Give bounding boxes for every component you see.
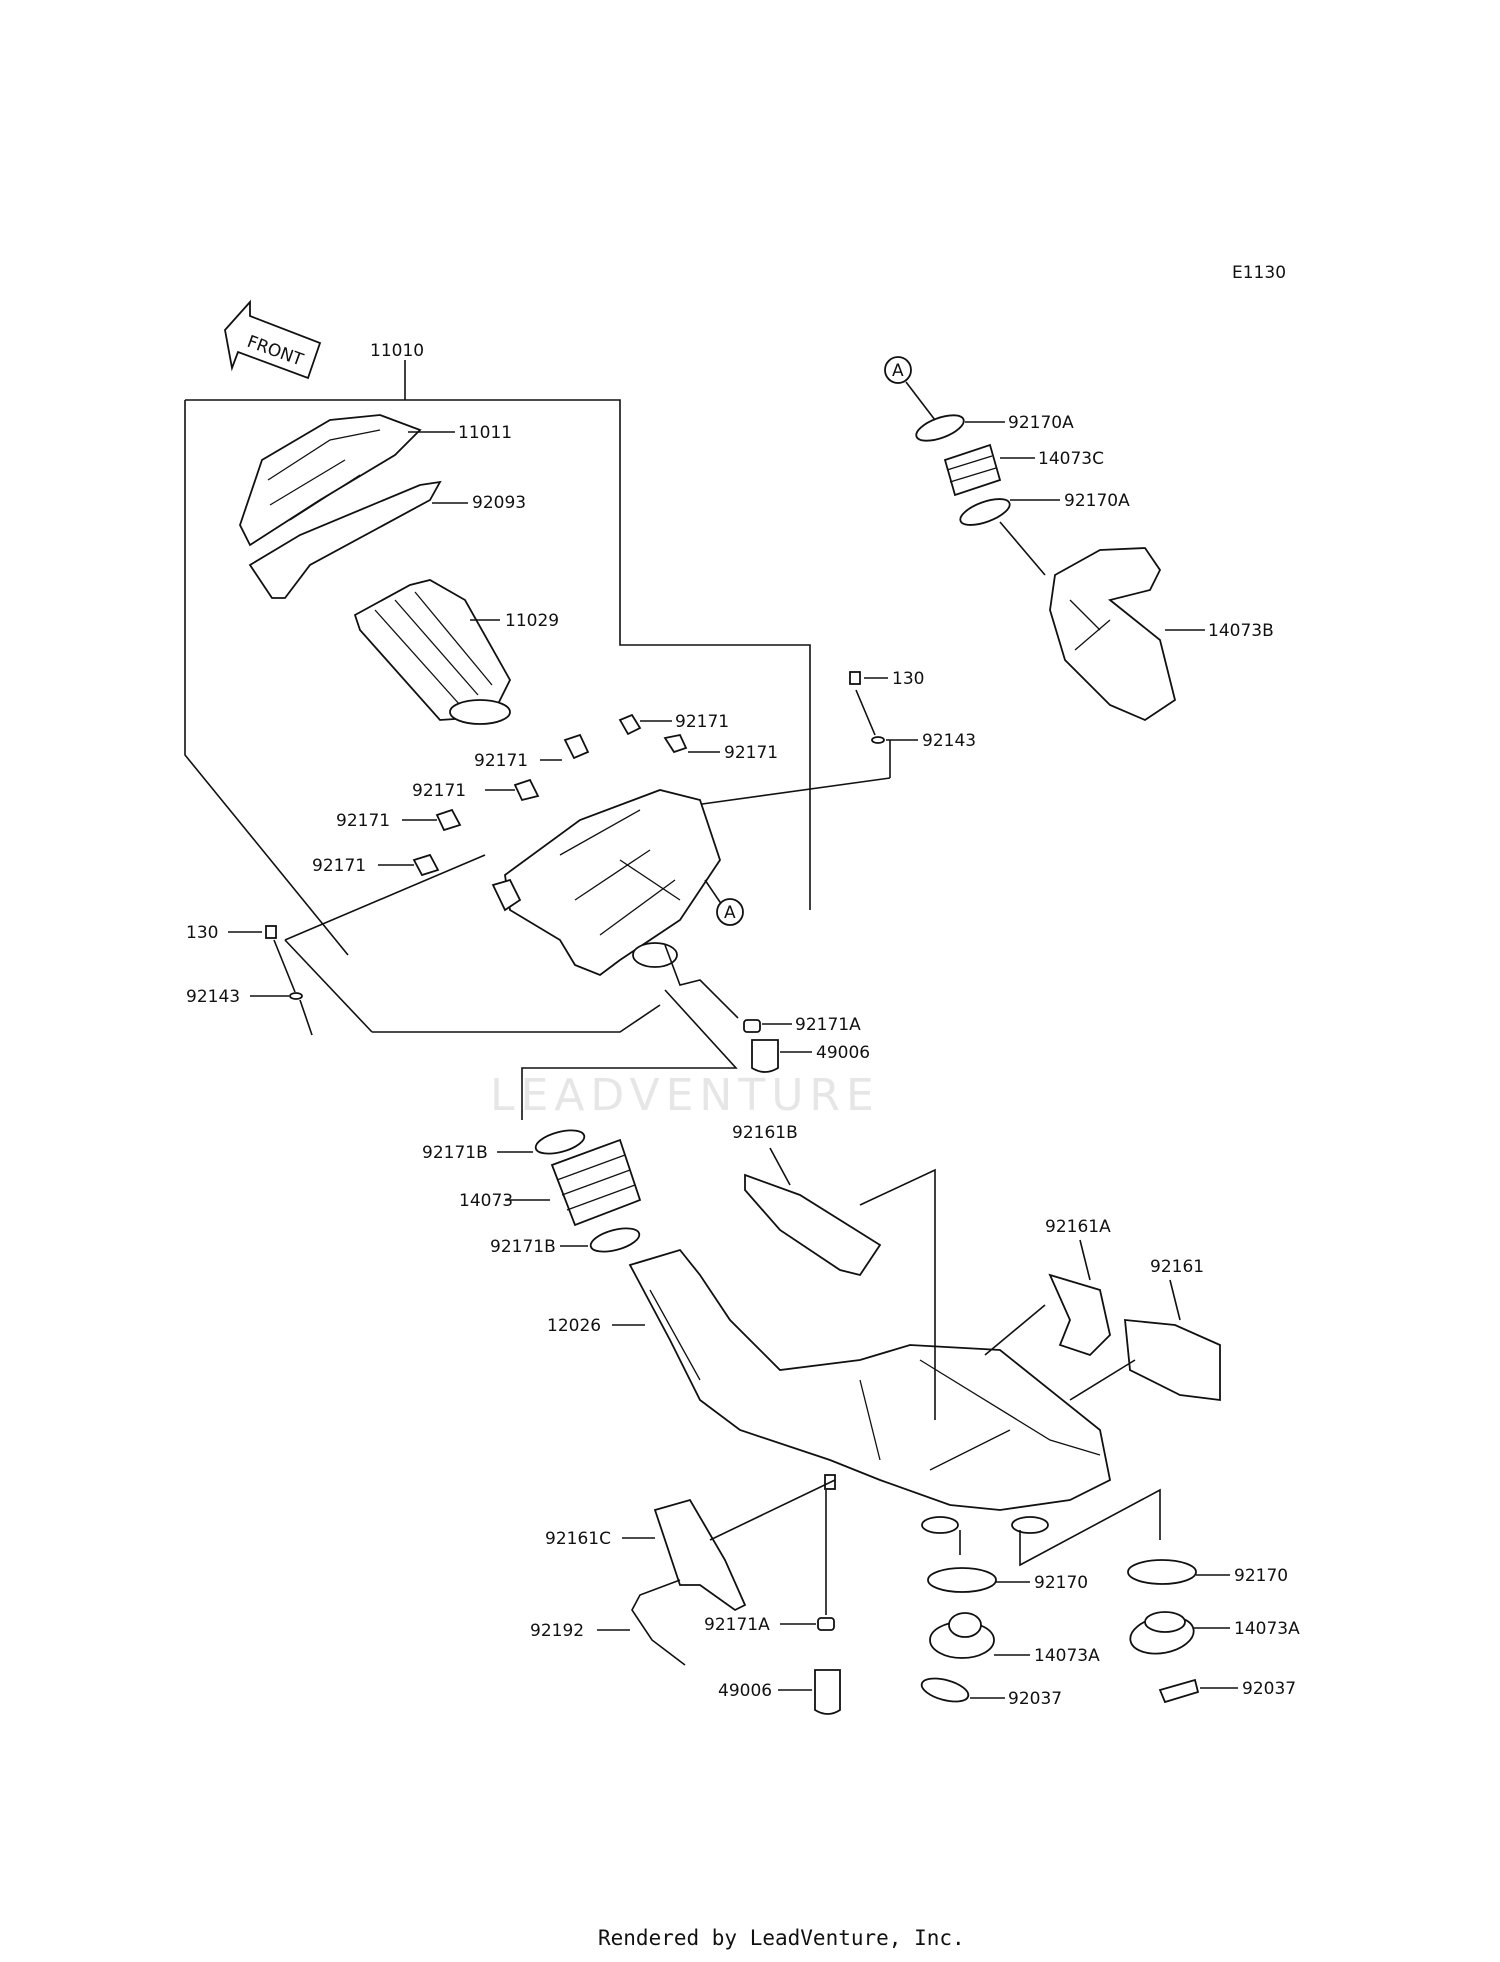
label-130-left: 130 [186, 923, 218, 943]
part-14073C-hose [943, 443, 1035, 497]
watermark-text: LEADVENTURE [490, 1070, 880, 1121]
part-92037-clamp-1 [920, 1677, 1005, 1703]
label-130-top: 130 [892, 669, 924, 689]
part-49006-tube-top [751, 1039, 812, 1073]
part-11029-filter [353, 579, 512, 725]
label-92143-top: 92143 [922, 731, 976, 751]
footer-credit: Rendered by LeadVenture, Inc. [598, 1926, 965, 1950]
label-14073C: 14073C [1038, 449, 1104, 469]
callout-a-airbox: A [704, 879, 744, 926]
part-92171A-clamp-top [664, 944, 792, 1033]
label-92171-c: 92171 [474, 751, 528, 771]
part-14073-hose [505, 1138, 642, 1227]
part-92161-pad [1069, 1279, 1221, 1402]
front-arrow-icon: FRONT [224, 299, 322, 380]
part-92171-clip-d [485, 778, 540, 802]
part-92170-clamp-2 [1127, 1559, 1230, 1585]
part-92171-clip-b [663, 733, 720, 754]
part-11011-cover [239, 414, 455, 547]
leader-airbox-to-tube [521, 989, 738, 1120]
part-92171-clip-a [618, 713, 672, 736]
part-92170-clamp-1 [927, 1567, 1030, 1593]
svg-text:A: A [724, 903, 736, 923]
part-92192-hose [597, 1579, 686, 1666]
part-air-box [491, 789, 721, 977]
part-92143-washer-top [694, 736, 918, 806]
part-130-bolt-top [849, 671, 888, 736]
label-92161C: 92161C [545, 1529, 611, 1549]
part-92170A-clamp-2 [959, 498, 1060, 576]
label-92161B: 92161B [732, 1123, 798, 1143]
assembly-bracket-11010 [184, 360, 811, 1033]
label-92170-2: 92170 [1234, 1566, 1288, 1586]
part-92093-gasket [248, 480, 468, 599]
diagram-code: E1130 [1232, 263, 1286, 283]
part-92171-clip-e [402, 808, 462, 832]
part-14073A-hose-1 [929, 1612, 1030, 1659]
label-92171-f: 92171 [312, 856, 366, 876]
part-92171B-clamp-2 [560, 1227, 641, 1253]
label-92037-1: 92037 [1008, 1689, 1062, 1709]
label-92171B-1: 92171B [422, 1143, 488, 1163]
label-14073: 14073 [459, 1191, 513, 1211]
label-92161: 92161 [1150, 1257, 1204, 1277]
label-14073B: 14073B [1208, 621, 1274, 641]
label-11011: 11011 [458, 423, 512, 443]
part-92171A-clamp-bottom [780, 1490, 835, 1631]
label-92170-1: 92170 [1034, 1573, 1088, 1593]
part-92161C-pad [622, 1479, 836, 1612]
label-49006-top: 49006 [816, 1043, 870, 1063]
label-92171A-top: 92171A [795, 1015, 861, 1035]
label-92161A: 92161A [1045, 1217, 1111, 1237]
part-14073B-duct [1049, 547, 1205, 722]
label-92171-d: 92171 [412, 781, 466, 801]
part-92161A-pad [984, 1239, 1111, 1357]
label-92171B-2: 92171B [490, 1237, 556, 1257]
part-92171-clip-f [378, 853, 440, 877]
label-92171-a: 92171 [675, 712, 729, 732]
label-11010: 11010 [370, 341, 424, 361]
part-49006-tube-bottom [778, 1669, 841, 1715]
label-92171A-bottom: 92171A [704, 1615, 770, 1635]
part-92143-washer-left [250, 992, 313, 1036]
label-11029: 11029 [505, 611, 559, 631]
label-92171-e: 92171 [336, 811, 390, 831]
label-14073A-2: 14073A [1234, 1619, 1300, 1639]
label-92170A-2: 92170A [1064, 491, 1130, 511]
part-12026-intake-duct [612, 1248, 1112, 1534]
part-14073A-hose-2 [1129, 1611, 1230, 1655]
label-92037-2: 92037 [1242, 1679, 1296, 1699]
callout-a-top: A [884, 356, 936, 421]
part-92161B-pad [744, 1147, 936, 1420]
label-92170A-1: 92170A [1008, 413, 1074, 433]
part-130-bolt-left [228, 925, 296, 993]
label-92093: 92093 [472, 493, 526, 513]
label-14073A-1: 14073A [1034, 1646, 1100, 1666]
label-49006-bottom: 49006 [718, 1681, 772, 1701]
leader-bottom-bracket [1019, 1488, 1161, 1567]
part-92171-clip-c [540, 733, 590, 761]
label-92171-b: 92171 [724, 743, 778, 763]
label-92143-left: 92143 [186, 987, 240, 1007]
label-12026: 12026 [547, 1316, 601, 1336]
part-92170A-clamp-1 [915, 414, 1005, 442]
part-92171B-clamp-1 [497, 1129, 586, 1155]
part-92037-clamp-2 [1158, 1678, 1238, 1704]
label-92192: 92192 [530, 1621, 584, 1641]
svg-text:A: A [892, 361, 904, 381]
